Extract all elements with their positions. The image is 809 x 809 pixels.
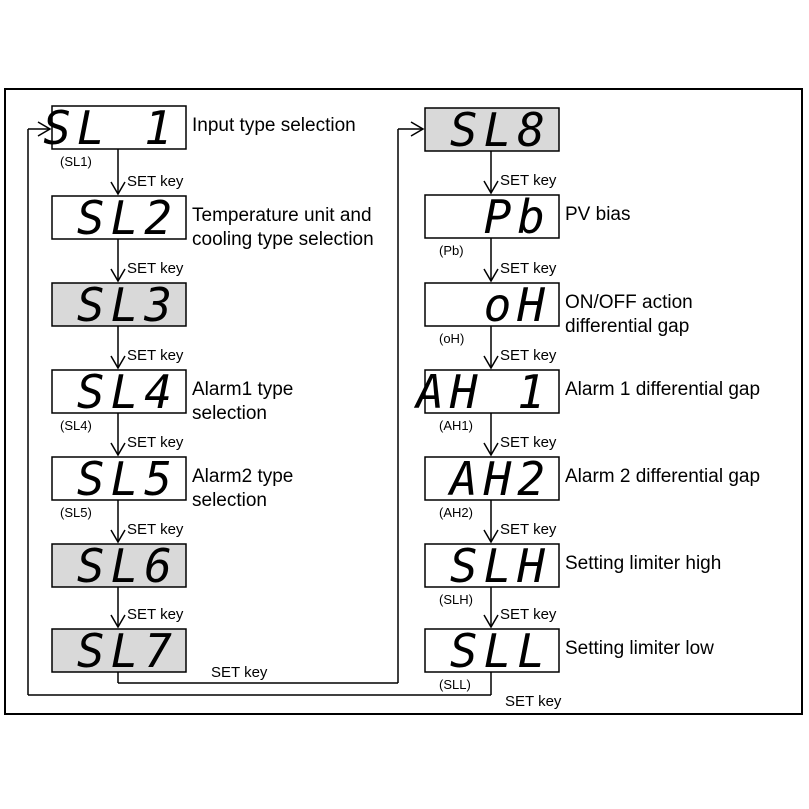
right-2-description: PV bias [565, 204, 630, 225]
left-6-set-key: SET key [127, 606, 184, 623]
right-4-description: Alarm 1 differential gap [565, 379, 760, 400]
right-3-description: ON/OFF action [565, 292, 693, 313]
right-5-code: (AH2) [439, 505, 473, 520]
right-6-display [424, 543, 560, 588]
left-4-display-text: SL4 [77, 365, 178, 419]
sl7-connector-into-sl8-head [410, 121, 425, 137]
right-7-code: (SLL) [439, 677, 471, 692]
left-4-description: Alarm1 type [192, 379, 293, 400]
right-5-arrow-head [483, 529, 499, 544]
right-6-arrow-head [483, 614, 499, 629]
left-4-set-key: SET key [127, 434, 184, 451]
right-7-display-text: SLL [450, 624, 551, 678]
right-1-set-key: SET key [500, 172, 557, 189]
right-2-set-key: SET key [500, 260, 557, 277]
left-5-display-text: SL5 [77, 452, 178, 506]
right-6-display-text: SLH [450, 539, 551, 593]
left-4-arrow-head [110, 442, 126, 457]
left-2-set-key: SET key [127, 260, 184, 277]
right-1-display-text: SL8 [450, 103, 551, 157]
left-1-display [51, 105, 187, 150]
right-2-code: (Pb) [439, 243, 464, 258]
left-2-description: cooling type selection [192, 229, 374, 250]
sll-loop-into-sl1-head [37, 121, 52, 137]
right-3-description: differential gap [565, 316, 689, 337]
right-4-code: (AH1) [439, 418, 473, 433]
right-6-set-key: SET key [500, 606, 557, 623]
left-5-description: Alarm2 type [192, 466, 293, 487]
left-6-display [51, 543, 187, 588]
left-2-display [51, 195, 187, 240]
left-3-arrow-head [110, 355, 126, 370]
right-5-display [424, 456, 560, 501]
right-4-arrow-head [483, 442, 499, 457]
right-2-display [424, 194, 560, 239]
right-3-display [424, 282, 560, 327]
right-2-arrow-head [483, 268, 499, 283]
left-5-arrow-head [110, 529, 126, 544]
left-7-display-text: SL7 [77, 624, 178, 678]
left-3-display-text: SL3 [77, 278, 178, 332]
left-5-display [51, 456, 187, 501]
diagram-frame [4, 88, 803, 715]
right-5-set-key: SET key [500, 521, 557, 538]
right-7-set-key: SET key [505, 693, 562, 710]
left-1-description: Input type selection [192, 115, 356, 136]
left-3-set-key: SET key [127, 347, 184, 364]
right-3-set-key: SET key [500, 347, 557, 364]
right-4-display-text: AH 1 [413, 365, 551, 419]
right-5-description: Alarm 2 differential gap [565, 466, 760, 487]
left-5-description: selection [192, 490, 267, 511]
right-7-description: Setting limiter low [565, 638, 714, 659]
right-7-display [424, 628, 560, 673]
right-3-display-text: oH [484, 278, 551, 332]
left-6-display-text: SL6 [77, 539, 178, 593]
left-1-set-key: SET key [127, 173, 184, 190]
left-3-display [51, 282, 187, 327]
left-7-display [51, 628, 187, 673]
right-3-code: (oH) [439, 331, 464, 346]
right-3-arrow-head [483, 355, 499, 370]
left-2-description: Temperature unit and [192, 205, 372, 226]
left-6-arrow-head [110, 614, 126, 629]
right-4-display [424, 369, 560, 414]
left-4-code: (SL4) [60, 418, 92, 433]
left-4-description: selection [192, 403, 267, 424]
right-6-code: (SLH) [439, 592, 473, 607]
left-7-set-key: SET key [211, 664, 268, 681]
right-5-display-text: AH2 [447, 452, 551, 506]
left-4-display [51, 369, 187, 414]
left-1-arrow-head [110, 181, 126, 196]
right-1-arrow-head [483, 180, 499, 195]
left-1-display-text: SL 1 [43, 101, 178, 155]
right-2-display-text: Pb [484, 190, 551, 244]
left-2-display-text: SL2 [77, 191, 178, 245]
left-2-arrow-head [110, 268, 126, 283]
left-5-set-key: SET key [127, 521, 184, 538]
left-1-code: (SL1) [60, 154, 92, 169]
left-5-code: (SL5) [60, 505, 92, 520]
right-1-display [424, 107, 560, 152]
right-6-description: Setting limiter high [565, 553, 721, 574]
right-4-set-key: SET key [500, 434, 557, 451]
